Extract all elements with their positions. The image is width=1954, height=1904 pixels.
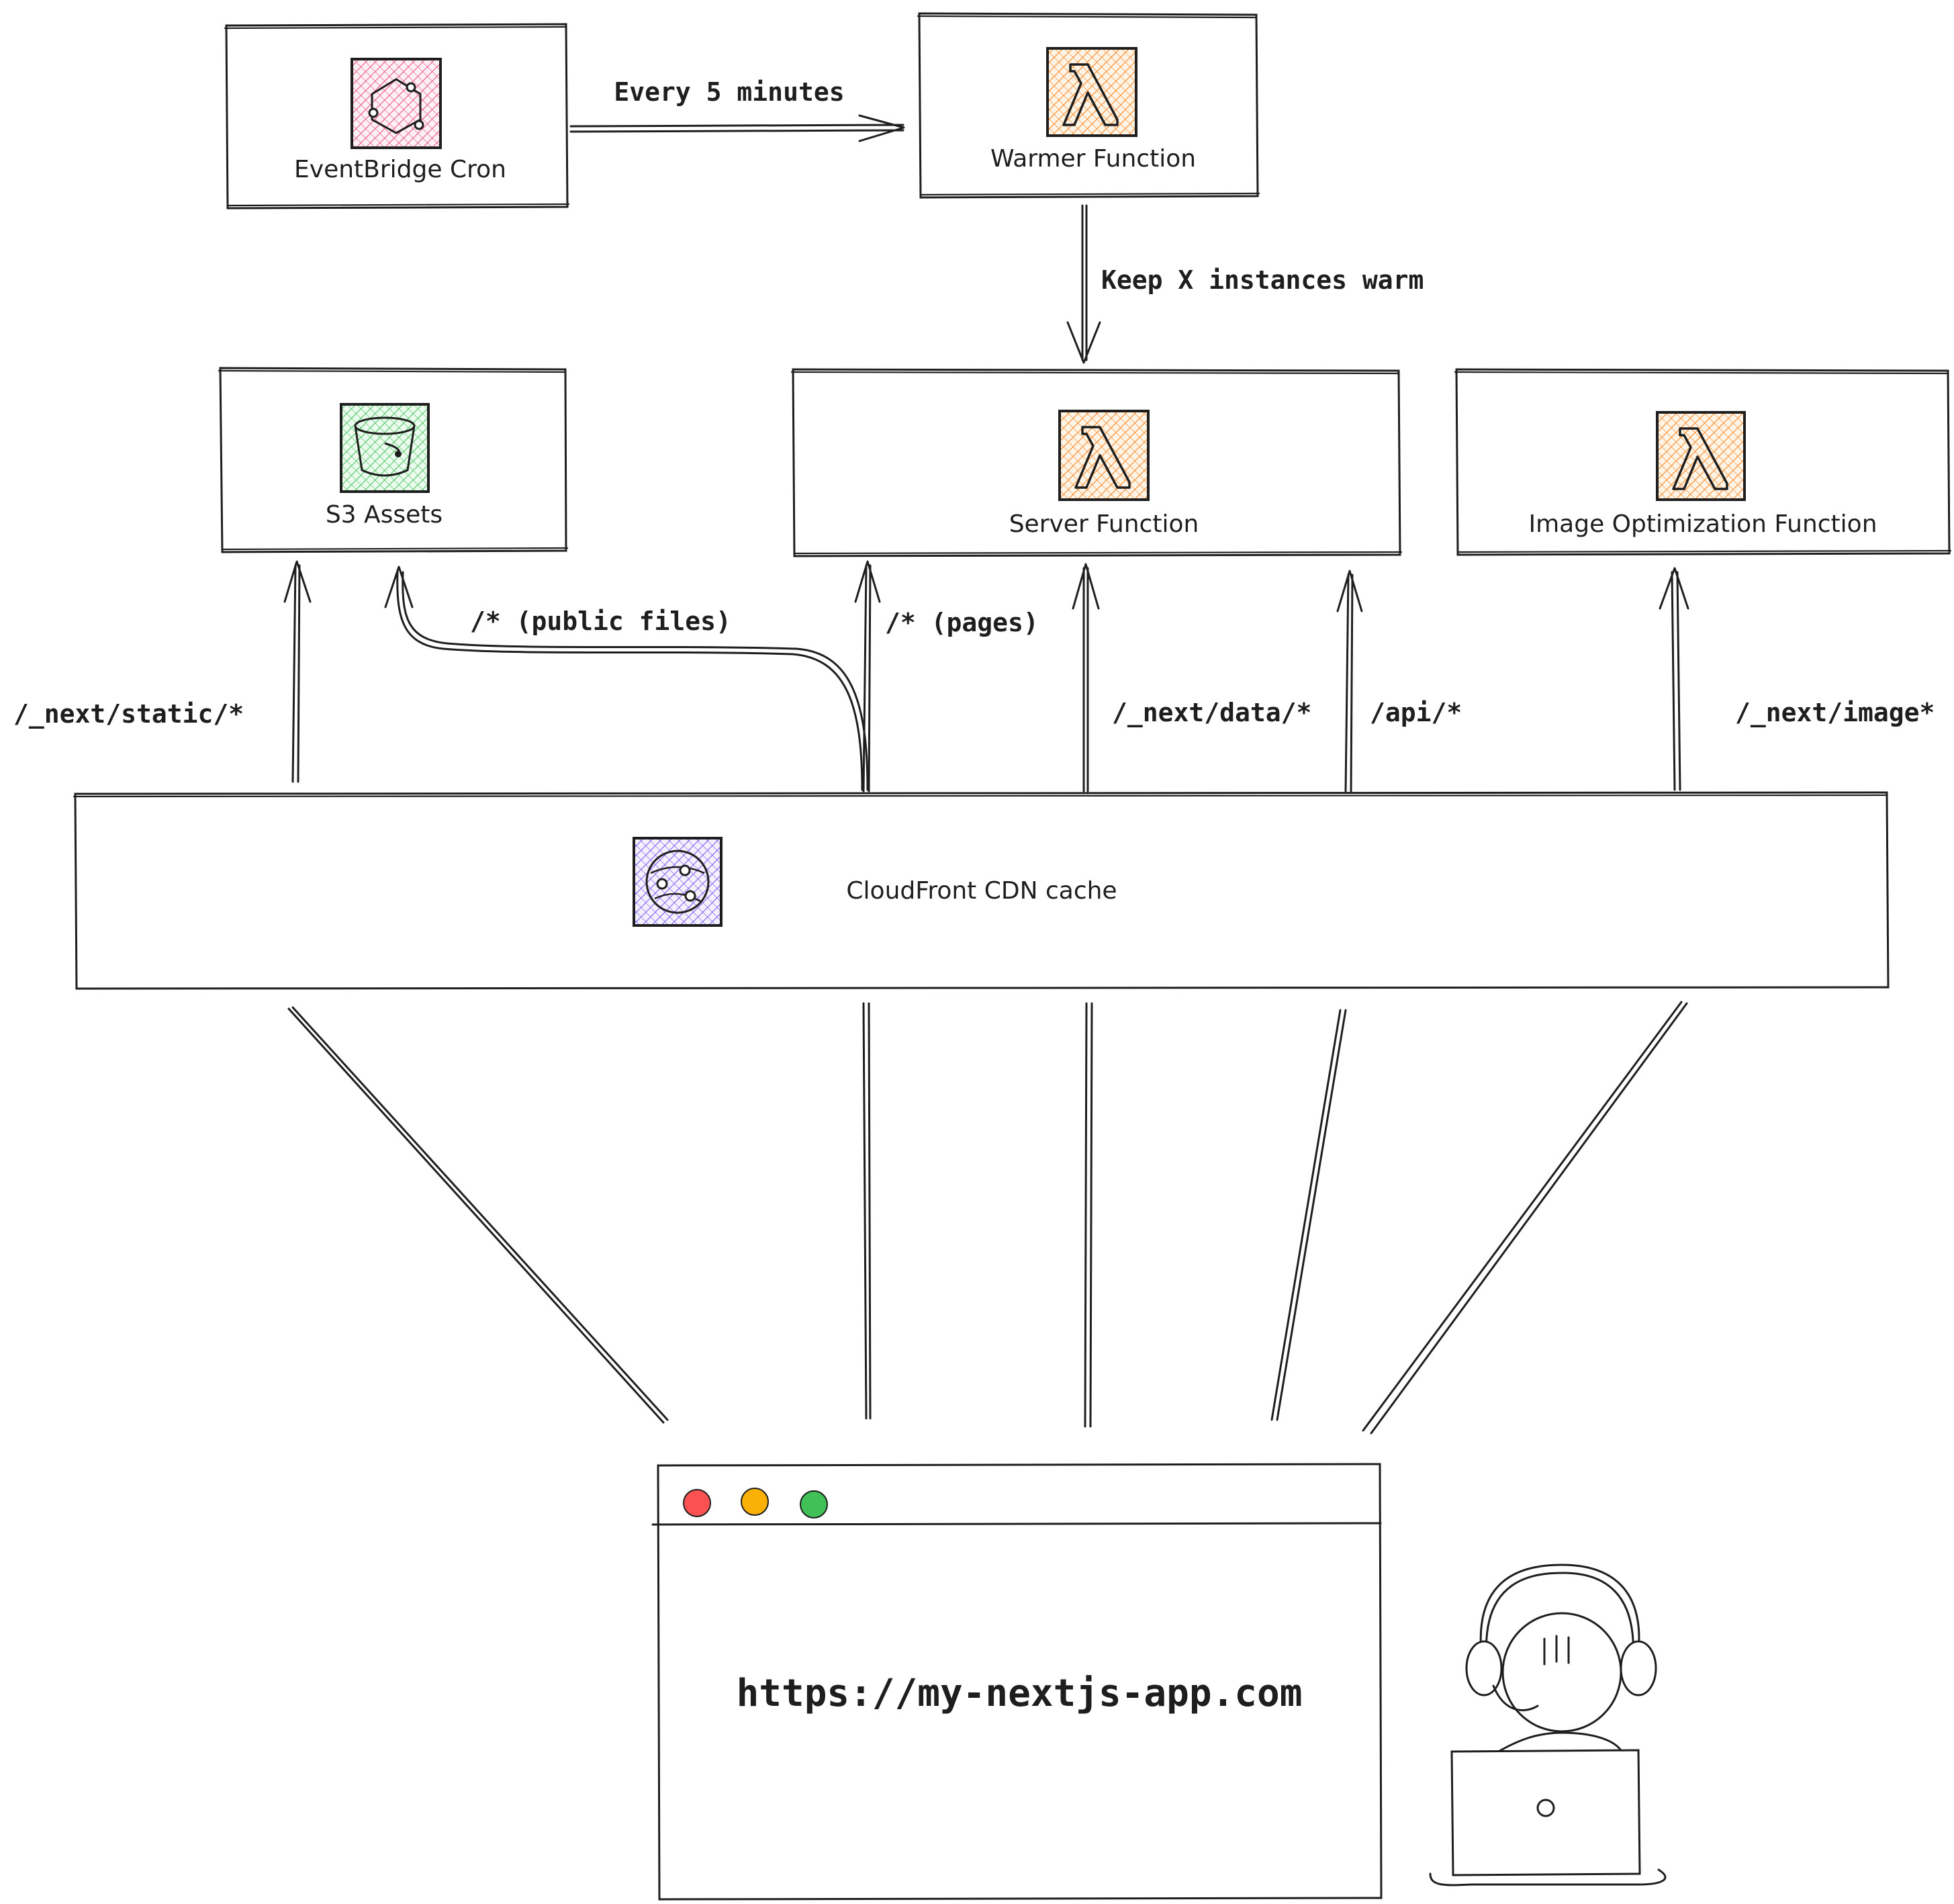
- maximize-dot-icon[interactable]: [800, 1490, 828, 1518]
- lambda-icon: [1656, 411, 1746, 501]
- server-label: Server Function: [1009, 510, 1199, 538]
- image-optimization-node: Image Optimization Function: [1454, 368, 1952, 556]
- cloudfront-label: CloudFront CDN cache: [846, 877, 1117, 905]
- edge-data-to-server: /_next/data/*: [1072, 563, 1311, 792]
- user-with-laptop-icon: [1429, 1563, 1667, 1887]
- minimize-dot-icon[interactable]: [741, 1488, 769, 1516]
- image-optimization-label: Image Optimization Function: [1528, 510, 1877, 538]
- s3-node: S3 Assets: [218, 367, 569, 553]
- browser-request-lines: [287, 1001, 1688, 1435]
- browser-url: https://my-nextjs-app.com: [737, 1672, 1303, 1715]
- edge-image-to-image-function: /_next/image*: [1659, 567, 1935, 791]
- image-path-label: /_next/image*: [1735, 698, 1935, 727]
- public-files-label: /* (public files): [470, 606, 731, 636]
- data-path-label: /_next/data/*: [1112, 698, 1311, 727]
- eventbridge-node: EventBridge Cron: [224, 23, 570, 210]
- warmer-label: Warmer Function: [990, 145, 1196, 173]
- pages-label: /* (pages): [885, 608, 1039, 637]
- eventbridge-icon: [351, 58, 442, 149]
- lambda-icon: [1046, 47, 1137, 137]
- lambda-icon: [1058, 410, 1150, 501]
- s3-bucket-icon: [340, 403, 430, 493]
- close-dot-icon[interactable]: [683, 1489, 711, 1517]
- browser-window: https://my-nextjs-app.com: [651, 1463, 1383, 1901]
- edge-warmer-to-server: Keep X instances warm: [1066, 204, 1424, 364]
- warmer-function-node: Warmer Function: [917, 12, 1260, 199]
- edge-pages-to-server: /* (pages): [854, 560, 1039, 792]
- server-function-node: Server Function: [790, 368, 1403, 557]
- every-5-minutes-label: Every 5 minutes: [614, 77, 844, 107]
- api-path-label: /api/*: [1370, 698, 1462, 727]
- edge-static-to-s3: /_next/static/*: [13, 560, 312, 783]
- static-path-label: /_next/static/*: [13, 699, 244, 729]
- edge-api-to-server: /api/*: [1336, 570, 1462, 792]
- edge-eventbridge-to-warmer: Every 5 minutes: [569, 77, 905, 142]
- s3-label: S3 Assets: [326, 501, 443, 529]
- cloudfront-node: CloudFront CDN cache: [73, 791, 1890, 990]
- keep-warm-label: Keep X instances warm: [1101, 265, 1424, 295]
- edge-public-to-s3: /* (public files): [384, 565, 869, 791]
- cloudfront-icon: [633, 837, 723, 927]
- eventbridge-label: EventBridge Cron: [294, 156, 506, 183]
